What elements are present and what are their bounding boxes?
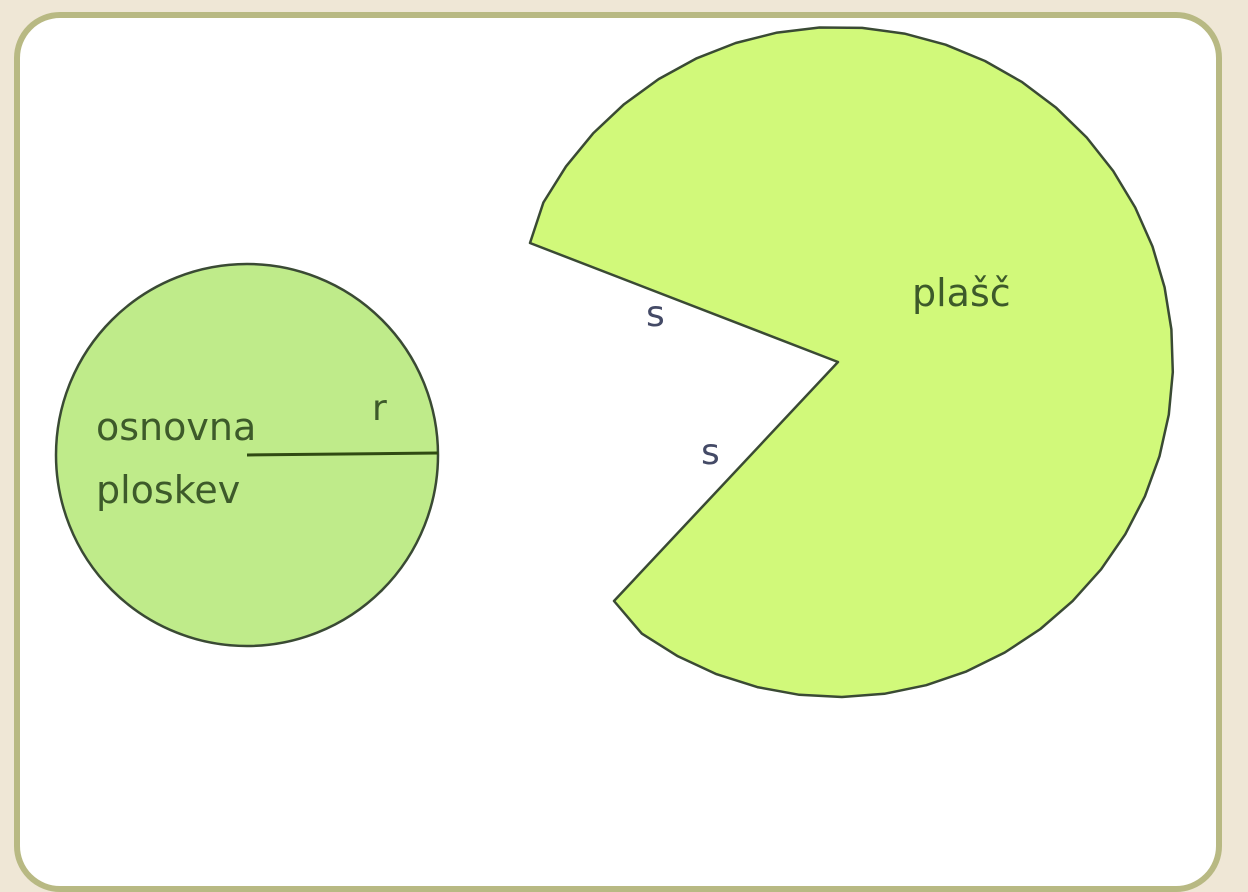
base-label-line2: ploskev: [96, 468, 240, 512]
base-label-line1: osnovna: [96, 405, 256, 449]
lateral-surface-sector: [528, 26, 1175, 699]
radius-line: [246, 451, 439, 457]
radius-label: r: [372, 388, 387, 429]
slant-height-label-bottom: s: [701, 432, 720, 473]
slant-height-label-top: s: [646, 294, 665, 335]
lateral-surface-label: plašč: [912, 271, 1011, 315]
